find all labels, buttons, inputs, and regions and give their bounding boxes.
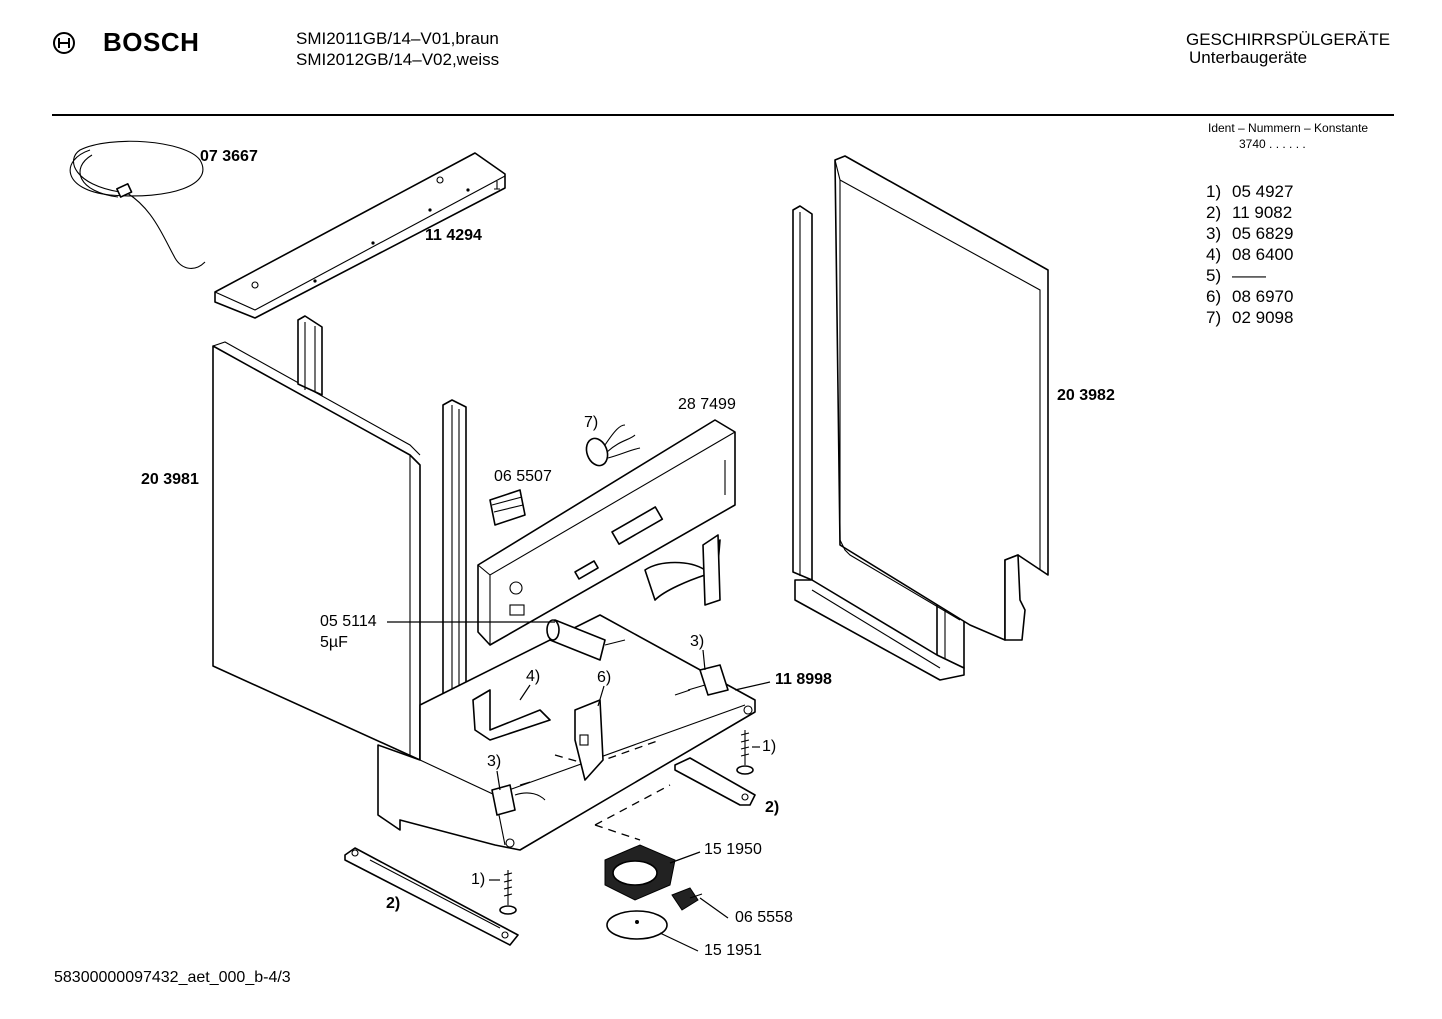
legend-item: 5)——: [1206, 266, 1266, 285]
drain-duct-part: [644, 534, 721, 606]
document-id: 58300000097432_aet_000_b-4/3: [54, 969, 291, 986]
ref-1-right: 1): [762, 738, 777, 755]
capacitor-part: [546, 619, 626, 661]
legend-item: 2)11 9082: [1206, 203, 1293, 222]
ref-3-right: 3): [690, 633, 705, 650]
ident-title: Ident – Nummern – Konstante: [1208, 121, 1369, 135]
ref-2-left: 2): [386, 895, 401, 912]
label-cable: 07 3667: [200, 148, 258, 165]
legend-item: 1)05 4927: [1206, 182, 1294, 201]
label-base: 11 8998: [775, 671, 832, 688]
legend-list: 1)05 4927 2)11 9082 3)05 6829 4)08 6400 …: [1206, 181, 1293, 328]
ident-value: 3740 . . . . . .: [1239, 137, 1306, 151]
model-line-2: SMI2012GB/14–V02,weiss: [296, 50, 500, 69]
label-capacitor: 05 5114: [320, 613, 377, 630]
left-side-panel-part: [212, 341, 421, 761]
category-title: GESCHIRRSPÜLGERÄTE: [1186, 30, 1391, 49]
pump-part: [604, 844, 676, 901]
ref-6: 6): [597, 669, 612, 686]
label-capacitor-value: 5µF: [320, 634, 348, 651]
foot-screw-right: [736, 730, 754, 775]
control-panel-part: [477, 419, 736, 646]
model-line-1: SMI2011GB/14–V01,braun: [296, 29, 499, 48]
connector-part: [671, 887, 703, 911]
label-pump: 15 1950: [704, 841, 762, 858]
foot-rail-left: [344, 847, 519, 946]
foot-screw-left: [499, 870, 517, 915]
ref-7: 7): [584, 414, 599, 431]
label-left-panel: 20 3981: [141, 471, 199, 488]
header-rule: [52, 114, 1394, 116]
legend-item: 7)02 9098: [1206, 308, 1294, 327]
label-control-panel: 28 7499: [678, 396, 736, 413]
leader-lines: [387, 621, 771, 952]
left-rear-rail-part: [297, 315, 323, 396]
base-frame-part: [377, 614, 756, 851]
top-strip-part: [214, 152, 506, 319]
legend-item: 4)08 6400: [1206, 245, 1294, 264]
bosch-logo-icon: [52, 31, 76, 60]
holder-part-6: [574, 699, 604, 781]
power-cable-part: [69, 140, 206, 269]
cover-disc-part: [606, 910, 668, 940]
filter-part-7: [585, 424, 641, 467]
label-connector: 06 5558: [735, 909, 793, 926]
ref-4: 4): [526, 668, 541, 685]
ref-3-left: 3): [487, 753, 502, 770]
foot-rail-right: [674, 757, 756, 806]
label-top-strip: 11 4294: [425, 227, 482, 244]
ref-1-left: 1): [471, 871, 486, 888]
clip-part-3a: [674, 664, 729, 696]
legend-item: 6)08 6970: [1206, 287, 1294, 306]
clip-part-3b: [491, 781, 546, 816]
brand-name: BOSCH: [103, 27, 200, 57]
label-switch: 06 5507: [494, 468, 552, 485]
bracket-part-4: [472, 689, 551, 741]
ref-2-right: 2): [765, 799, 780, 816]
subcategory-title: Unterbaugeräte: [1189, 48, 1308, 67]
right-side-panel-part: [834, 155, 1049, 641]
label-right-panel: 20 3982: [1057, 387, 1115, 404]
legend-item: 3)05 6829: [1206, 224, 1294, 243]
label-cover-disc: 15 1951: [704, 942, 762, 959]
switch-part: [489, 489, 526, 526]
